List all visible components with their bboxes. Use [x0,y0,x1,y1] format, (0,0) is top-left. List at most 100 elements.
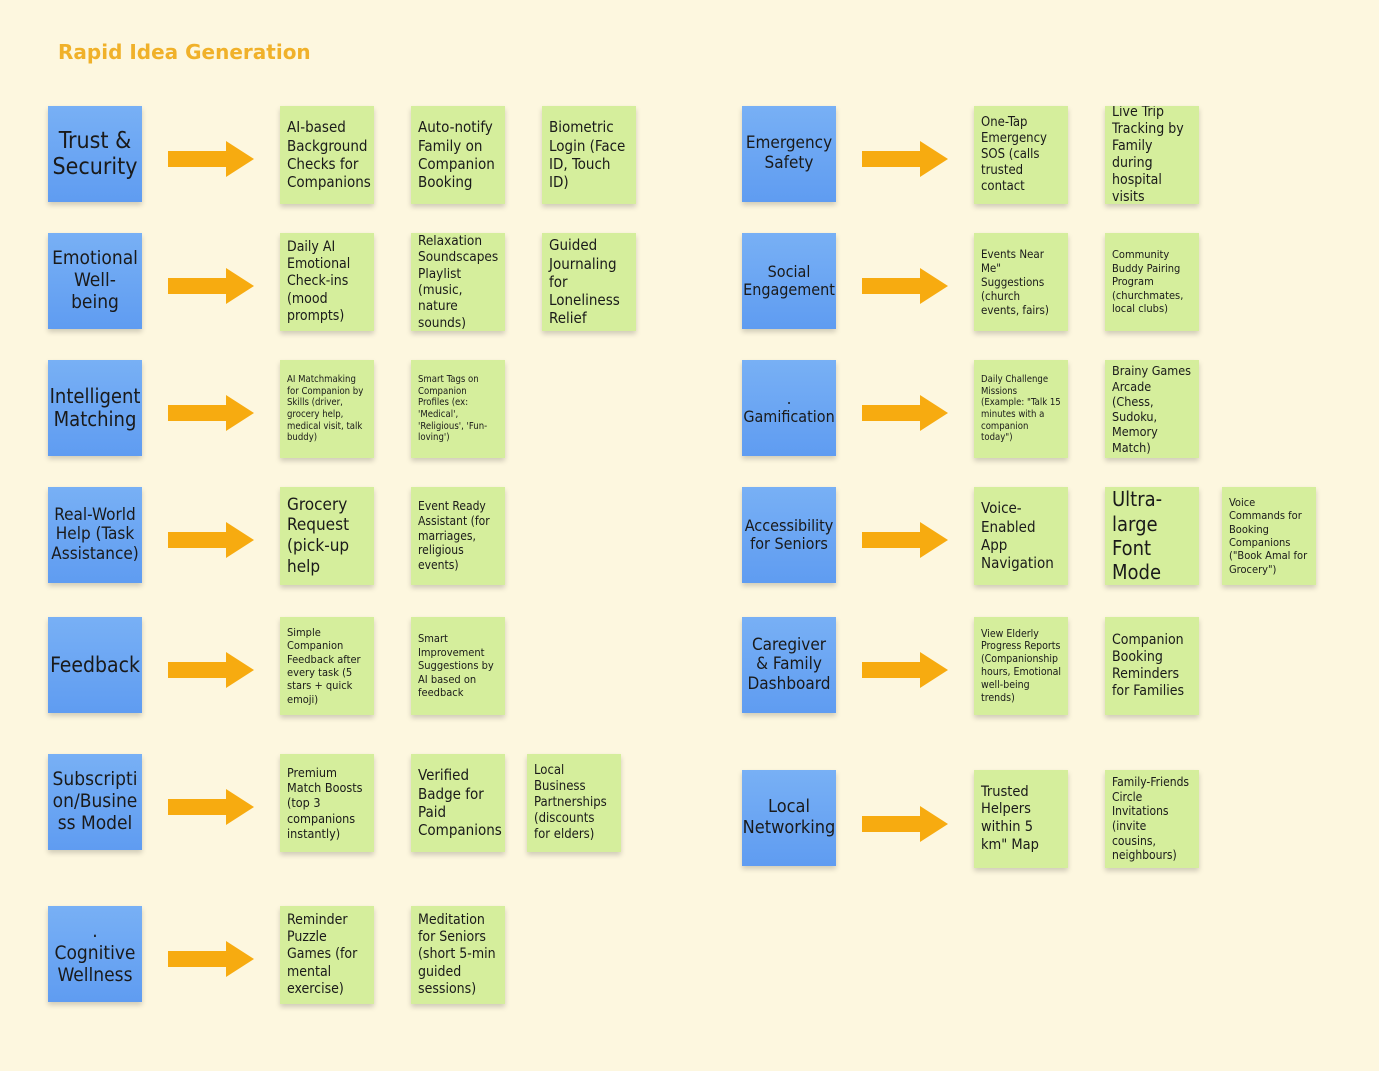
idea-note[interactable]: AI Matchmaking for Companion by Skills (… [280,360,374,458]
right-arrow-icon [862,141,948,177]
category-label: Trust & Security [52,127,138,180]
right-arrow-icon [168,395,254,431]
right-arrow-icon [168,941,254,977]
idea-note[interactable]: Simple Companion Feedback after every ta… [280,617,374,715]
idea-note[interactable]: View Elderly Progress Reports (Companion… [974,617,1068,715]
category-label: Real-World Help (Task Assistance) [51,504,139,564]
category-note-feedback[interactable]: Feedback [48,617,142,713]
category-label: Local Networking [742,796,836,838]
idea-text: Verified Badge for Paid Companions [418,766,502,840]
idea-note[interactable]: Brainy Games Arcade (Chess, Sudoku, Memo… [1105,360,1199,458]
board-title: Rapid Idea Generation [58,40,311,64]
idea-text: Event Ready Assistant (for marriages, re… [418,499,490,572]
category-note-emergency-safety[interactable]: Emergency Safety [742,106,836,202]
right-arrow-icon [862,395,948,431]
idea-note[interactable]: Ultra-large Font Mode [1105,487,1199,585]
idea-note[interactable]: Family-Friends Circle Invitations (invit… [1105,770,1199,868]
category-note-emotional-well-being[interactable]: Emotional Well-being [48,233,142,329]
idea-note[interactable]: AI-based Background Checks for Companion… [280,106,374,204]
category-note-accessibility-for-seniors[interactable]: Accessibility for Seniors [742,487,836,583]
idea-text: Auto-notify Family on Companion Booking [418,118,495,192]
idea-text: Community Buddy Pairing Program (churchm… [1112,248,1184,316]
idea-text: Biometric Login (Face ID, Touch ID) [549,118,626,192]
right-arrow-icon [168,268,254,304]
idea-note[interactable]: Companion Booking Reminders for Families [1105,617,1199,715]
idea-text: AI-based Background Checks for Companion… [287,118,371,192]
category-note-cognitive-wellness[interactable]: . Cognitive Wellness [48,906,142,1002]
category-label: Emergency Safety [745,133,833,173]
right-arrow-icon [168,652,254,688]
idea-text: Reminder Puzzle Games (for mental exerci… [287,912,358,997]
idea-note[interactable]: Verified Badge for Paid Companions [411,754,505,852]
idea-note[interactable]: Guided Journaling for Loneliness Relief [542,233,636,331]
idea-note[interactable]: Community Buddy Pairing Program (churchm… [1105,233,1199,331]
idea-text: Companion Booking Reminders for Families [1112,631,1185,700]
idea-note[interactable]: Events Near Me" Suggestions (church even… [974,233,1068,331]
category-note-local-networking[interactable]: Local Networking [742,770,836,866]
idea-text: Simple Companion Feedback after every ta… [287,625,361,706]
idea-text: Daily Challenge Missions (Example: "Talk… [981,374,1061,444]
idea-text: Relaxation Soundscapes Playlist (music, … [418,233,499,331]
idea-note[interactable]: Local Business Partnerships (discounts f… [527,754,621,852]
idea-note[interactable]: Meditation for Seniors (short 5-min guid… [411,906,505,1004]
idea-text: Trusted Helpers within 5 km" Map [981,783,1039,853]
idea-note[interactable]: Premium Match Boosts (top 3 companions i… [280,754,374,852]
right-arrow-icon [168,141,254,177]
idea-text: Guided Journaling for Loneliness Relief [549,236,620,328]
idea-text: Voice-Enabled App Navigation [981,499,1054,573]
category-label: . Gamification [743,388,835,426]
idea-text: Family-Friends Circle Invitations (invit… [1112,775,1190,863]
idea-text: One-Tap Emergency SOS (calls trusted con… [981,115,1047,194]
category-label: Emotional Well-being [52,247,138,313]
idea-text: View Elderly Progress Reports (Companion… [981,627,1062,704]
category-note-caregiver-family-dashboard[interactable]: Caregiver & Family Dashboard [742,617,836,713]
idea-text: Ultra-large Font Mode [1112,487,1163,585]
category-label: Feedback [50,652,140,677]
idea-text: Premium Match Boosts (top 3 companions i… [287,764,363,841]
category-note-social-engagement[interactable]: Social Engagement [742,233,836,329]
idea-note[interactable]: One-Tap Emergency SOS (calls trusted con… [974,106,1068,204]
idea-note[interactable]: Voice-Enabled App Navigation [974,487,1068,585]
right-arrow-icon [168,522,254,558]
idea-text: Smart Improvement Suggestions by AI base… [418,632,494,700]
category-label: . Cognitive Wellness [54,920,136,986]
idea-text: Grocery Request (pick-up help [287,494,350,577]
idea-text: Voice Commands for Booking Companions ("… [1229,495,1308,576]
right-arrow-icon [168,789,254,825]
idea-text: Meditation for Seniors (short 5-min guid… [418,912,496,997]
right-arrow-icon [862,268,948,304]
idea-note[interactable]: Voice Commands for Booking Companions ("… [1222,487,1316,585]
idea-note[interactable]: Smart Tags on Companion Profiles (ex: 'M… [411,360,505,458]
idea-text: AI Matchmaking for Companion by Skills (… [287,374,364,444]
idea-text: Events Near Me" Suggestions (church even… [981,246,1049,318]
category-label: Accessibility for Seniors [744,515,834,553]
category-label: Caregiver & Family Dashboard [747,634,831,694]
idea-note[interactable]: Auto-notify Family on Companion Booking [411,106,505,204]
idea-note[interactable]: Reminder Puzzle Games (for mental exerci… [280,906,374,1004]
idea-note[interactable]: Biometric Login (Face ID, Touch ID) [542,106,636,204]
category-note-trust-security[interactable]: Trust & Security [48,106,142,202]
idea-note[interactable]: Daily AI Emotional Check-ins (mood promp… [280,233,374,331]
category-label: Intelligent Matching [49,384,141,431]
idea-note[interactable]: Relaxation Soundscapes Playlist (music, … [411,233,505,331]
category-note-intelligent-matching[interactable]: Intelligent Matching [48,360,142,456]
idea-text: Daily AI Emotional Check-ins (mood promp… [287,239,351,324]
idea-note[interactable]: Smart Improvement Suggestions by AI base… [411,617,505,715]
category-note-gamification[interactable]: . Gamification [742,360,836,456]
right-arrow-icon [862,652,948,688]
idea-text: Smart Tags on Companion Profiles (ex: 'M… [418,374,488,444]
category-label: Subscripti on/Busine ss Model [52,768,138,834]
idea-note[interactable]: Daily Challenge Missions (Example: "Talk… [974,360,1068,458]
category-label: Social Engagement [743,261,835,299]
right-arrow-icon [862,806,948,842]
idea-note[interactable]: Grocery Request (pick-up help [280,487,374,585]
idea-note[interactable]: Event Ready Assistant (for marriages, re… [411,487,505,585]
idea-text: Brainy Games Arcade (Chess, Sudoku, Memo… [1112,363,1192,455]
idea-note[interactable]: Trusted Helpers within 5 km" Map [974,770,1068,868]
idea-text: Live Trip Tracking by Family during hosp… [1112,106,1184,204]
category-note-real-world-help-task-assistance[interactable]: Real-World Help (Task Assistance) [48,487,142,583]
idea-note[interactable]: Live Trip Tracking by Family during hosp… [1105,106,1199,204]
category-note-subscripti-on-busine-ss-model[interactable]: Subscripti on/Busine ss Model [48,754,142,850]
idea-text: Local Business Partnerships (discounts f… [534,763,607,842]
